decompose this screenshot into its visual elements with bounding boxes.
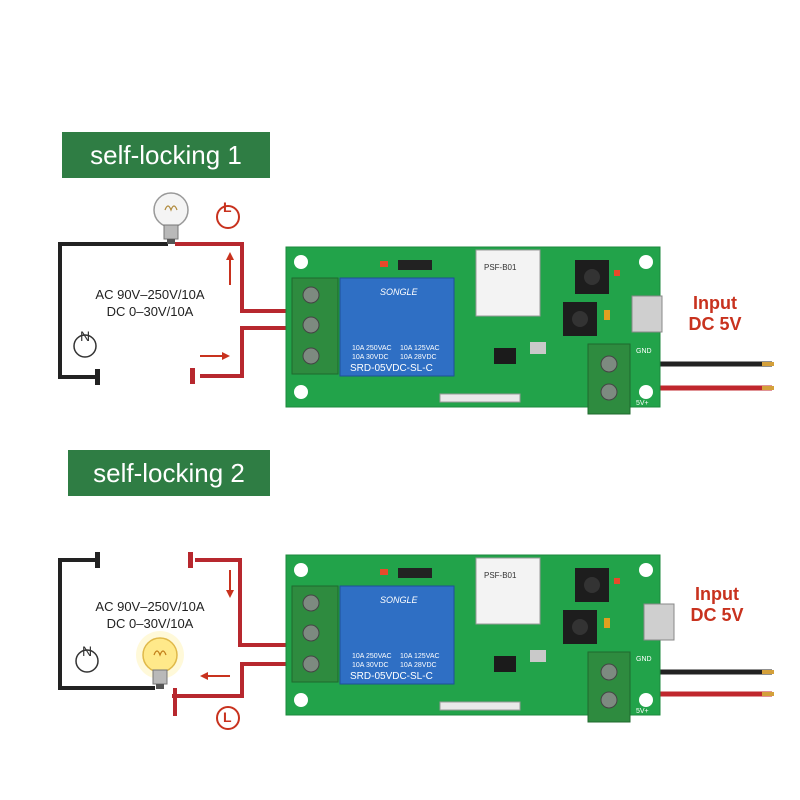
vin-label: 5V+ [636,400,649,407]
relay-board: SONGLE 10A 250VAC 10A 30VDC 10A 125VAC 1… [285,554,675,723]
neutral-symbol-label: N [82,643,93,659]
neutral-contact [95,369,100,385]
relay-rating-text: 10A 250VAC [352,345,392,352]
wiring-diagram: SONGLE 10A 250VAC 10A 30VDC 10A 125VAC 1… [58,552,774,730]
relay [339,585,455,685]
wiring-diagram: SONGLE 10A 250VAC 10A 30VDC 10A 125VAC 1… [58,192,774,415]
return-wire [200,326,298,378]
light-bulb-icon [136,631,184,689]
live-symbol-label: L [223,199,232,215]
relay-rating-text: 10A 125VAC [400,345,440,352]
neutral-symbol-icon [73,334,97,358]
load-rating-label: AC 90V–250V/10A DC 0–30V/10A [72,598,228,632]
micro-usb-port [631,295,663,333]
input-label: Input DC 5V [672,584,762,626]
power-terminal-block [587,343,631,415]
relay-rating-text: 10A 30VDC [352,354,389,361]
power-terminal-block [587,651,631,723]
dc-rating-text: DC 0–30V/10A [106,304,194,319]
input-voltage: DC 5V [688,314,742,334]
light-bulb-icon [153,192,189,244]
neutral-symbol-label: N [80,328,91,344]
live-wire [195,558,298,647]
neutral-symbol-icon [75,649,99,673]
gnd-label: GND [636,656,652,663]
pin-header [439,701,521,711]
relay-rating-text: 10A 30VDC [352,662,389,669]
self-locking-2-section: self-locking 2 [0,440,800,780]
relay-brand-text: SONGLE [380,287,419,297]
relay-model-text: SRD-05VDC-SL-C [350,671,433,682]
live-symbol-icon [216,205,240,229]
wifi-module [475,249,541,317]
return-wire [172,662,298,698]
arrow-down-icon [226,590,234,598]
relay-rating-text: 10A 250VAC [352,653,392,660]
self-locking-1-section: self-locking 1 [0,110,800,450]
live-contact [188,552,193,568]
live-symbol-icon [216,706,240,730]
input-title: Input [693,293,737,313]
micro-usb-port [643,603,675,641]
relay-rating-text: 10A 28VDC [400,354,437,361]
input-label: Input DC 5V [670,293,760,335]
relay-board: SONGLE 10A 250VAC 10A 30VDC 10A 125VAC 1… [285,246,663,415]
relay-model-text: SRD-05VDC-SL-C [350,363,433,374]
ac-rating-text: AC 90V–250V/10A [95,287,205,302]
module-label-text: PSF-B01 [484,571,517,580]
section-title: self-locking 2 [68,450,270,496]
neutral-contact [95,552,100,568]
arrow-left-icon [200,672,208,680]
arrow-up-icon [226,252,234,260]
input-voltage: DC 5V [690,605,744,625]
neutral-wire [58,242,168,379]
dc-rating-text: DC 0–30V/10A [106,616,194,631]
vin-label: 5V+ [636,708,649,715]
live-contact [190,368,195,384]
neutral-wire [58,558,155,690]
section-title: self-locking 1 [62,132,270,178]
module-label-text: PSF-B01 [484,263,517,272]
arrow-right-icon [222,352,230,360]
wifi-module [475,557,541,625]
load-rating-label: AC 90V–250V/10A DC 0–30V/10A [72,286,228,320]
ac-rating-text: AC 90V–250V/10A [95,599,205,614]
relay-rating-text: 10A 28VDC [400,662,437,669]
relay-rating-text: 10A 125VAC [400,653,440,660]
input-title: Input [695,584,739,604]
live-symbol-label: L [223,709,232,725]
relay [339,277,455,377]
live-wire [175,242,298,313]
pin-header [439,393,521,403]
gnd-label: GND [636,348,652,355]
relay-brand-text: SONGLE [380,595,419,605]
